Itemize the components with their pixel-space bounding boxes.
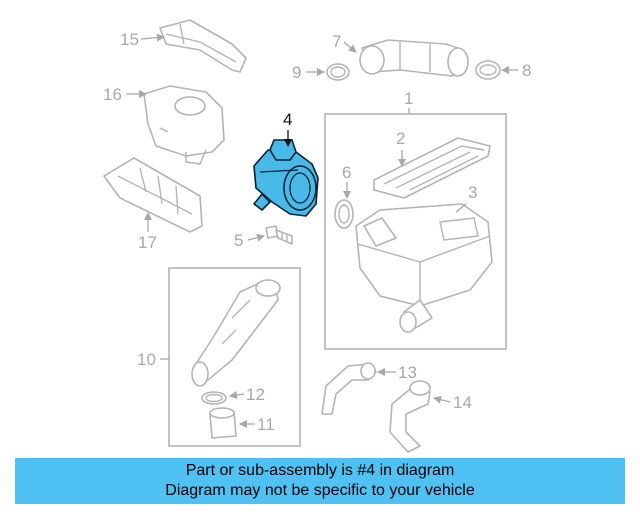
callout-4: 4 xyxy=(283,110,292,129)
part-6-gasket[interactable] xyxy=(334,199,354,229)
part-4-mass-air-flow-sensor[interactable] xyxy=(253,139,319,217)
callout-5: 5 xyxy=(234,231,243,250)
part-11-coupler[interactable] xyxy=(209,407,237,439)
info-banner: Part or sub-assembly is #4 in diagram Di… xyxy=(15,458,625,504)
assembly-box-1 xyxy=(324,113,507,350)
callout-7: 7 xyxy=(332,32,341,51)
banner-line-disclaimer: Diagram may not be specific to your vehi… xyxy=(165,482,475,499)
assembly-box-10 xyxy=(168,267,301,447)
callout-9: 9 xyxy=(292,63,301,82)
callout-1: 1 xyxy=(404,89,413,108)
part-9-clamp[interactable] xyxy=(326,63,350,81)
callout-14: 14 xyxy=(453,393,472,412)
callout-8: 8 xyxy=(522,61,531,80)
part-13-vent-tube[interactable] xyxy=(321,362,377,415)
banner-line-part: Part or sub-assembly is #4 in diagram xyxy=(185,462,455,479)
leader-14 xyxy=(433,395,451,404)
leader-15 xyxy=(140,33,165,42)
callout-13: 13 xyxy=(398,363,417,382)
callout-16: 16 xyxy=(103,85,122,104)
part-17-air-guide[interactable] xyxy=(103,157,203,233)
part-3-air-cleaner-housing[interactable] xyxy=(355,203,493,333)
callout-17: 17 xyxy=(138,233,157,252)
part-14-hose[interactable] xyxy=(389,380,431,453)
callout-2: 2 xyxy=(396,129,405,148)
part-10-air-duct[interactable] xyxy=(191,279,281,387)
callout-11: 11 xyxy=(257,415,275,434)
part-16-resonator[interactable] xyxy=(143,85,225,165)
leader-3 xyxy=(455,203,467,213)
part-7-intake-hose[interactable] xyxy=(359,39,469,77)
callout-3: 3 xyxy=(468,183,477,202)
callout-12: 12 xyxy=(246,385,265,404)
callout-10: 10 xyxy=(137,350,156,369)
callout-6: 6 xyxy=(342,163,351,182)
leader-12 xyxy=(229,391,245,399)
part-8-clamp[interactable] xyxy=(475,60,501,80)
callout-15: 15 xyxy=(120,30,139,49)
part-15-intake-duct[interactable] xyxy=(159,19,247,73)
leader-5 xyxy=(247,233,265,242)
leader-7 xyxy=(343,41,357,53)
part-2-air-filter[interactable] xyxy=(373,137,491,199)
part-5-bolt[interactable] xyxy=(265,225,293,245)
part-12-clamp[interactable] xyxy=(201,391,227,405)
